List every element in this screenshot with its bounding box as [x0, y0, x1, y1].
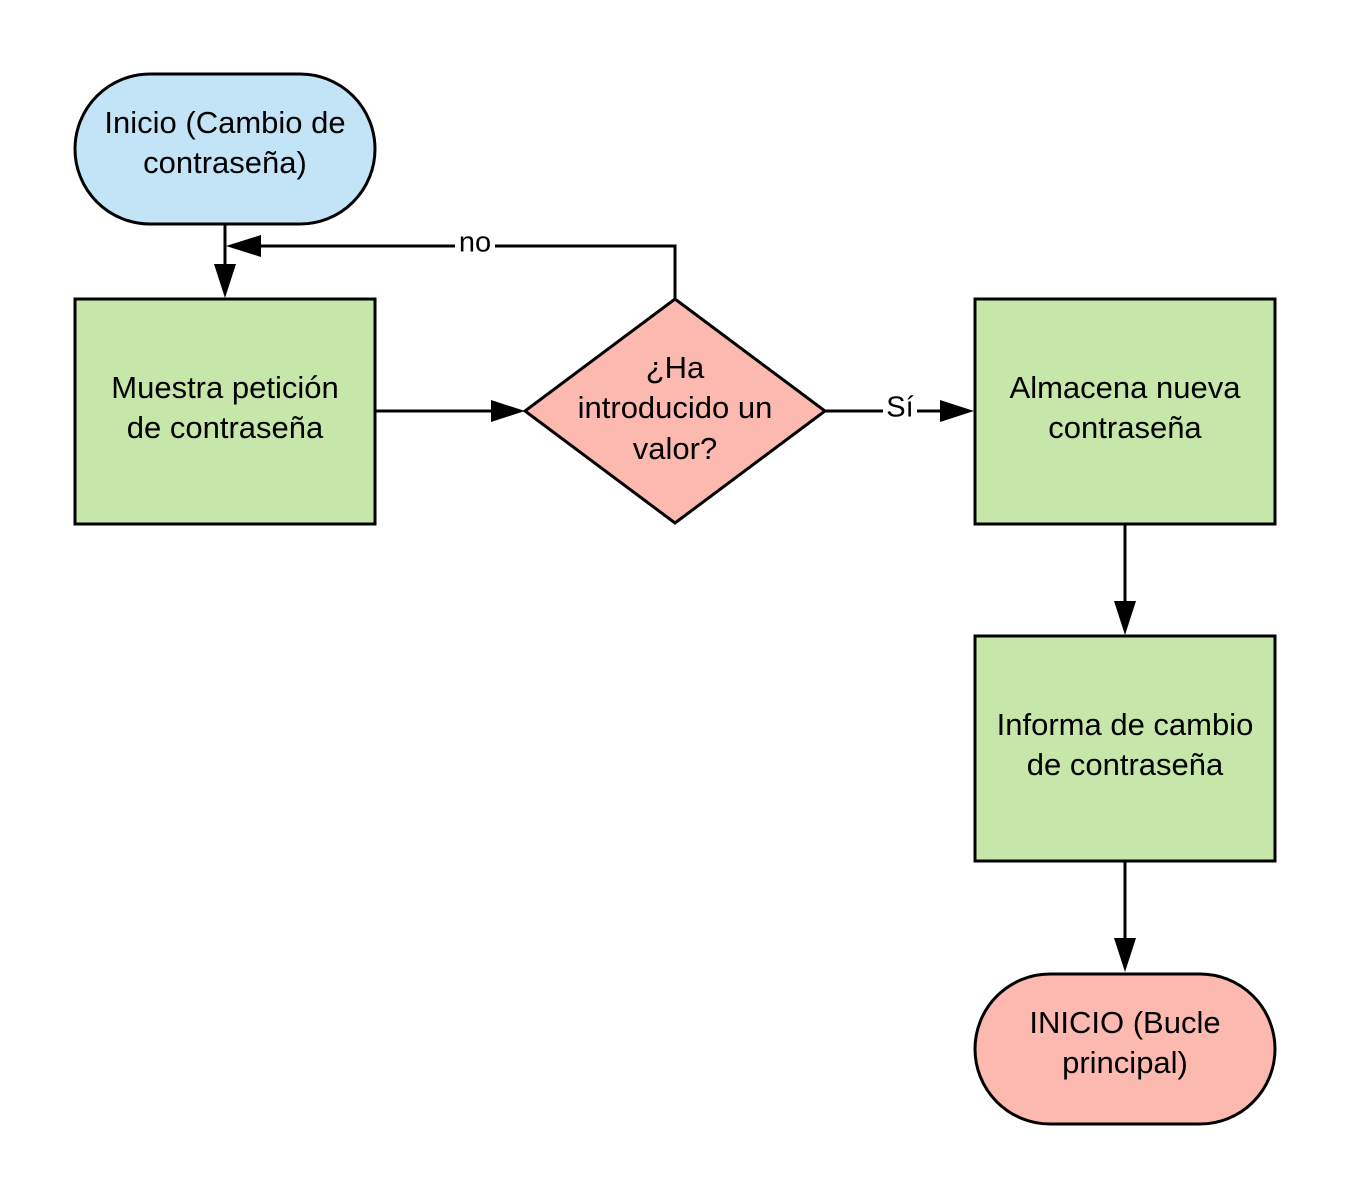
- store-label-line1: Almacena nueva: [1010, 370, 1242, 405]
- node-show-prompt: Muestra petición de contraseña: [73, 297, 377, 526]
- edge-decision-no-loop: [495, 244, 677, 299]
- start-terminal-shape: [73, 72, 377, 226]
- end-label-line2: principal): [1062, 1045, 1188, 1080]
- inform-label-line1: Informa de cambio: [997, 707, 1254, 742]
- decision-diamond-shape: [522, 297, 828, 525]
- inform-process-shape: [973, 634, 1277, 863]
- node-start: Inicio (Cambio de contraseña): [73, 72, 377, 226]
- node-inform: Informa de cambio de contraseña: [973, 634, 1277, 863]
- edge-label-no: no: [459, 227, 491, 259]
- inform-label-line2: de contraseña: [1027, 747, 1224, 782]
- show-prompt-label-line1: Muestra petición: [111, 370, 338, 405]
- arrowhead-inform-to-end: [1114, 938, 1136, 972]
- decision-label-line3: valor?: [633, 431, 717, 466]
- show-prompt-process-shape: [73, 297, 377, 526]
- store-process-shape: [973, 297, 1277, 526]
- store-label-line2: contraseña: [1048, 410, 1202, 445]
- node-store: Almacena nueva contraseña: [973, 297, 1277, 526]
- arrowhead-no-loop: [226, 235, 261, 257]
- start-label-line2: contraseña): [143, 145, 307, 180]
- show-prompt-label-line2: de contraseña: [127, 410, 324, 445]
- start-label-line1: Inicio (Cambio de: [104, 105, 345, 140]
- arrowhead-store-to-inform: [1114, 601, 1136, 635]
- arrowhead-decision-yes: [940, 400, 974, 422]
- decision-label-line1: ¿Ha: [646, 350, 705, 385]
- node-end: INICIO (Bucle principal): [973, 972, 1277, 1126]
- end-label-line1: INICIO (Bucle: [1029, 1005, 1220, 1040]
- arrowhead-start-to-prompt: [214, 264, 236, 298]
- end-terminal-shape: [973, 972, 1277, 1126]
- node-decision: ¿Ha introducido un valor?: [522, 297, 828, 525]
- decision-label-line2: introducido un: [578, 390, 773, 425]
- edge-label-yes: Sí: [886, 392, 913, 424]
- arrowhead-prompt-to-decision: [491, 400, 525, 422]
- edges: no Sí: [214, 225, 1136, 972]
